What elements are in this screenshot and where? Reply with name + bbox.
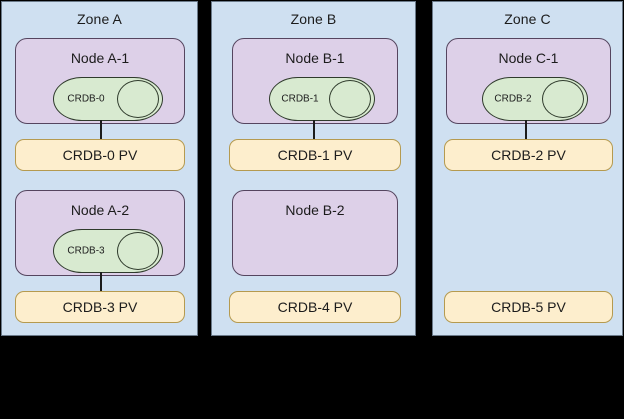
cylinder-cap-icon	[542, 80, 584, 118]
zone-a-title: Zone A	[77, 11, 122, 27]
node-a-1[interactable]: Node A-1 CRDB-0	[15, 38, 185, 124]
zone-b-title: Zone B	[290, 11, 337, 27]
pv-crdb-1-label: CRDB-1 PV	[277, 147, 353, 163]
node-c-1[interactable]: Node C-1 CRDB-2	[446, 38, 611, 124]
pv-crdb-1[interactable]: CRDB-1 PV	[229, 139, 401, 171]
connector-crdb-2	[525, 120, 527, 140]
connector-crdb-1	[313, 120, 315, 140]
node-a-2[interactable]: Node A-2 CRDB-3	[15, 190, 185, 276]
pv-crdb-0-label: CRDB-0 PV	[62, 147, 138, 163]
node-b-2[interactable]: Node B-2	[232, 190, 398, 276]
pv-crdb-4[interactable]: CRDB-4 PV	[229, 291, 401, 323]
pv-crdb-3[interactable]: CRDB-3 PV	[15, 291, 185, 323]
pv-crdb-2[interactable]: CRDB-2 PV	[444, 139, 613, 171]
node-a-1-title: Node A-1	[70, 50, 130, 66]
zone-panel-c: Zone C Node C-1 CRDB-2 CRDB-2 PV CRDB-5 …	[432, 1, 623, 336]
zone-c-title: Zone C	[504, 11, 551, 27]
pod-crdb-0[interactable]: CRDB-0	[53, 77, 163, 121]
pod-crdb-2[interactable]: CRDB-2	[482, 77, 588, 121]
pv-crdb-5[interactable]: CRDB-5 PV	[444, 291, 613, 323]
connector-crdb-0	[100, 120, 102, 140]
pv-crdb-5-label: CRDB-5 PV	[491, 299, 566, 315]
pv-crdb-2-label: CRDB-2 PV	[491, 147, 566, 163]
zone-panel-b: Zone B Node B-1 CRDB-1 CRDB-1 PV Node B-…	[211, 1, 416, 336]
pv-crdb-0[interactable]: CRDB-0 PV	[15, 139, 185, 171]
node-b-2-title: Node B-2	[285, 202, 345, 218]
pod-crdb-3[interactable]: CRDB-3	[53, 229, 163, 273]
pv-crdb-4-label: CRDB-4 PV	[277, 299, 353, 315]
cylinder-cap-icon	[117, 80, 159, 118]
pod-crdb-2-label: CRDB-2	[494, 93, 532, 105]
pv-crdb-3-label: CRDB-3 PV	[62, 299, 138, 315]
pod-crdb-3-label: CRDB-3	[67, 245, 105, 257]
cylinder-cap-icon	[117, 232, 159, 270]
node-a-2-title: Node A-2	[70, 202, 130, 218]
pod-crdb-1[interactable]: CRDB-1	[269, 77, 375, 121]
node-b-1[interactable]: Node B-1 CRDB-1	[232, 38, 398, 124]
zone-panel-a: Zone A Node A-1 CRDB-0 CRDB-0 PV Node A-…	[1, 1, 198, 336]
node-b-1-title: Node B-1	[285, 50, 345, 66]
connector-crdb-3	[100, 272, 102, 292]
pod-crdb-1-label: CRDB-1	[281, 93, 319, 105]
pod-crdb-0-label: CRDB-0	[67, 93, 105, 105]
node-c-1-title: Node C-1	[498, 50, 559, 66]
cylinder-cap-icon	[329, 80, 371, 118]
